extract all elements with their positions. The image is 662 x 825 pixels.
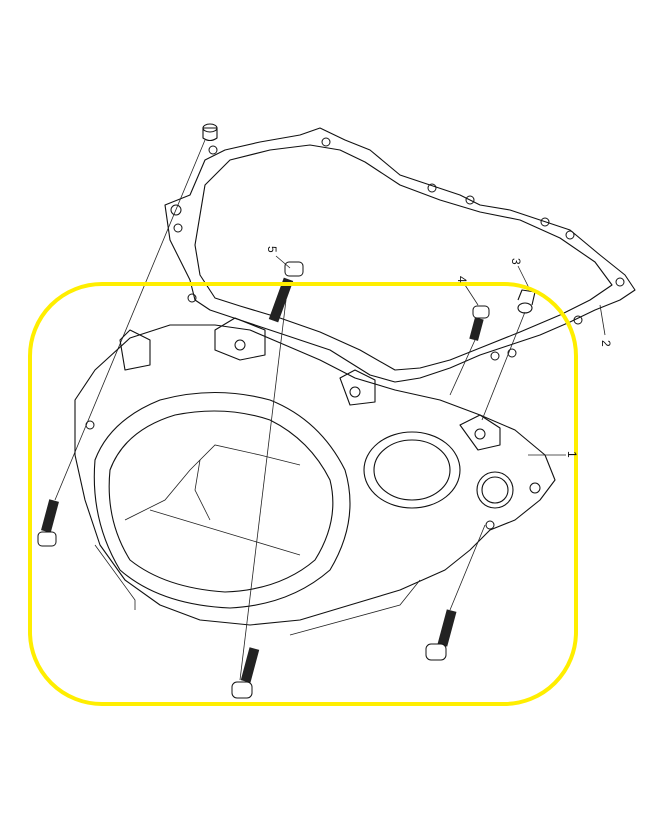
- bolt-right: [425, 524, 486, 661]
- gasket-part-2: [164, 127, 636, 383]
- callout-5: 5: [265, 246, 279, 253]
- callout-4: 4: [455, 276, 469, 283]
- dowel-pin: [54, 123, 218, 501]
- bolt-part-4: [449, 305, 490, 396]
- dowel-part-3: [481, 289, 536, 421]
- bolt-left: [37, 499, 59, 547]
- bolt-part-5: [239, 261, 304, 681]
- callout-1: 1: [565, 451, 579, 458]
- callout-2: 2: [599, 340, 613, 347]
- callout-3: 3: [509, 258, 523, 265]
- bolt-bottom: [231, 647, 260, 699]
- cover-part-1: [74, 317, 556, 636]
- highlight-box: [28, 282, 578, 706]
